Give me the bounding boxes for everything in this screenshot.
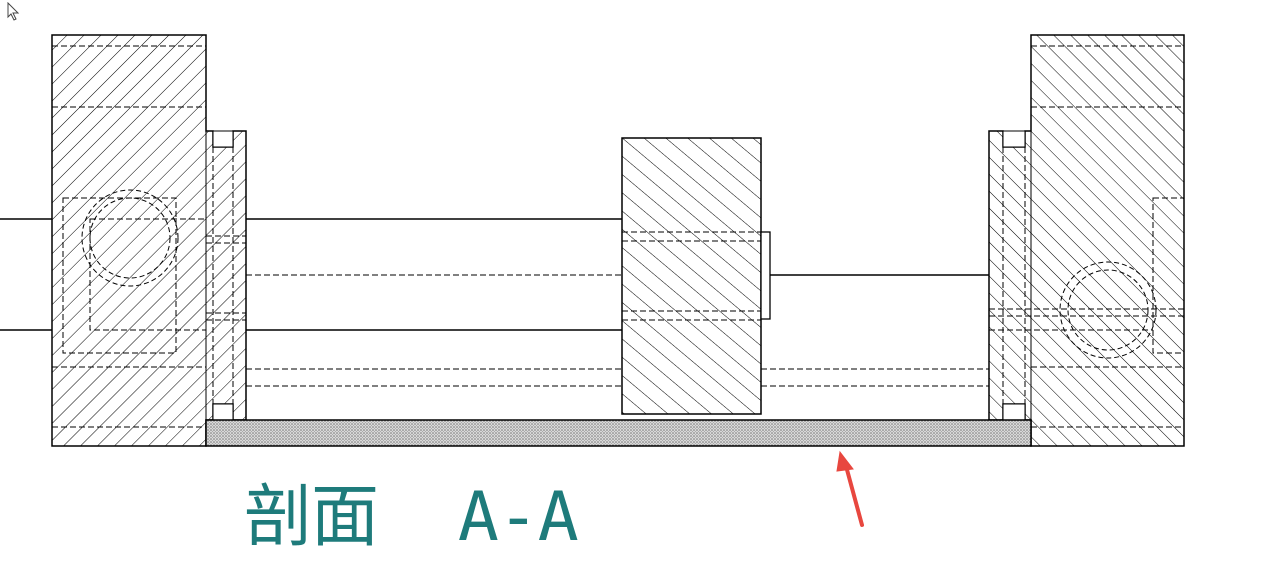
cursor-icon <box>7 2 20 21</box>
hidden-lines <box>246 274 989 387</box>
annotation-arrow <box>836 450 864 527</box>
right-bearing-bore <box>1059 261 1157 359</box>
left-bearing-bore <box>81 189 179 287</box>
left-block <box>51 34 247 447</box>
right-block <box>988 34 1185 447</box>
base-plate <box>205 419 1032 447</box>
center-slider-block <box>621 137 771 415</box>
section-label: 剖面 A-A <box>244 478 579 557</box>
